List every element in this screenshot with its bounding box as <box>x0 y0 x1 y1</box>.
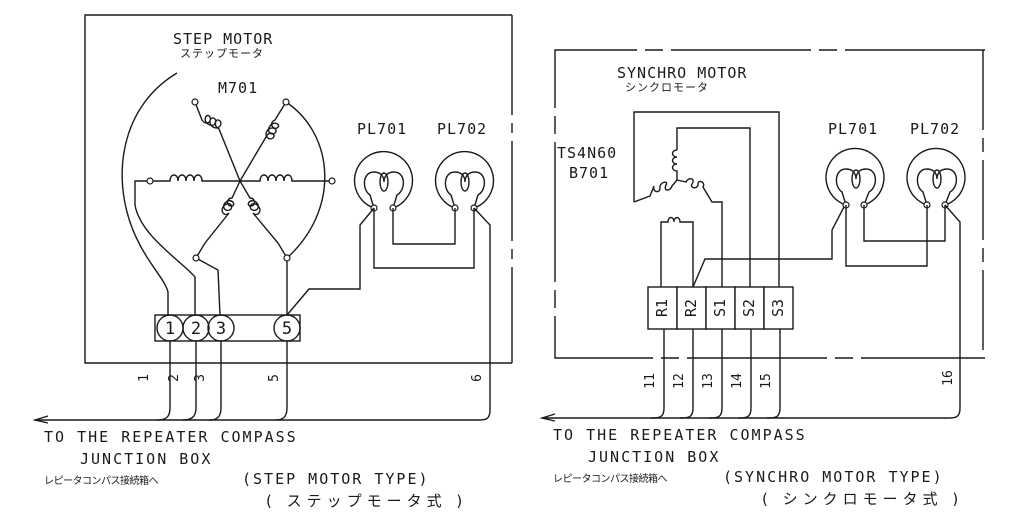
destination-label-line2: JUNCTION BOX <box>588 448 720 466</box>
type-caption-jp: ( シンクロモータ式 ) <box>762 490 963 508</box>
stator-coil-top <box>671 149 678 180</box>
lamp-wire-to-16 <box>944 204 961 419</box>
wire-number: 1 <box>137 374 152 382</box>
motor-housing-left-arc <box>121 72 178 315</box>
coil-upper-right <box>239 101 287 182</box>
stator-coil-left <box>633 179 678 203</box>
cable-3 <box>208 341 222 421</box>
motor-housing-right-arc <box>285 101 326 259</box>
type-caption: (SYNCHRO MOTOR TYPE) <box>723 468 944 486</box>
lamp-wire <box>845 205 928 267</box>
terminal-s2: S2 <box>740 299 758 317</box>
step-motor-title: STEP MOTOR <box>173 30 273 48</box>
terminal-s3: S3 <box>769 299 787 317</box>
stator-wire-s2 <box>676 127 751 287</box>
lamp-pl702-icon <box>906 147 966 209</box>
wire-number: 2 <box>167 374 182 382</box>
type-caption: (STEP MOTOR TYPE) <box>242 470 430 488</box>
terminal-r2: R2 <box>682 299 700 317</box>
coil-right <box>240 174 332 182</box>
r2-lamp-wire <box>692 204 846 288</box>
motor-id-b701: B701 <box>569 164 609 182</box>
destination-label-jp: レピータコンパス接続箱へ <box>553 472 667 485</box>
step-motor-enclosure <box>84 14 512 364</box>
motor-id-m701: M701 <box>218 79 258 97</box>
synchro-motor-title: SYNCHRO MOTOR <box>617 64 747 82</box>
rotor-coil <box>660 216 694 287</box>
node <box>283 254 291 262</box>
step-motor-title-jp: ステップモータ <box>180 47 264 60</box>
terminal-r1: R1 <box>653 299 671 317</box>
svg-text:3: 3 <box>216 319 226 339</box>
coil-lower-right <box>239 180 288 259</box>
arrow-left-icon <box>539 413 556 422</box>
terminal-s1: S1 <box>711 299 729 317</box>
lamp-label-pl701: PL701 <box>357 120 407 138</box>
lamp-pl701-icon <box>353 150 414 212</box>
synchro-motor-diagram: SYNCHRO MOTOR シンクロモータ TS4N60 B701 PL701 … <box>539 49 985 508</box>
coil-lower-left <box>195 180 241 259</box>
coil-left <box>148 174 240 182</box>
arrow-left-icon <box>32 415 49 424</box>
lamp-pl702-icon <box>434 150 495 212</box>
svg-text:5: 5 <box>282 319 292 339</box>
coil-upper-left <box>194 101 241 182</box>
stator-coil-right <box>676 177 723 287</box>
lead-left <box>134 180 196 315</box>
lamp-label-pl702: PL702 <box>910 120 960 138</box>
lamp-wire <box>373 208 475 269</box>
wire-number: 13 <box>701 373 716 389</box>
synchro-motor-enclosure <box>554 49 985 359</box>
destination-label-line2: JUNCTION BOX <box>80 450 212 468</box>
synchro-motor-title-jp: シンクロモータ <box>625 81 709 94</box>
synchro-terminal-block: R1 R2 S1 S2 S3 <box>647 286 794 330</box>
node <box>146 177 154 185</box>
motor-model: TS4N60 <box>557 144 617 162</box>
wire-number: 12 <box>672 373 687 389</box>
stator-wire-s3 <box>633 111 780 287</box>
wire-number: 5 <box>267 374 282 382</box>
wire-number: 14 <box>730 373 745 389</box>
lamp-wire-to-6 <box>473 207 491 421</box>
lamp-wire-to-terminal-5 <box>286 207 375 316</box>
svg-text:2: 2 <box>191 319 201 339</box>
wire-number: 16 <box>941 370 956 386</box>
lamp-label-pl701: PL701 <box>828 120 878 138</box>
wire-number: 15 <box>759 373 774 389</box>
step-motor-diagram: STEP MOTOR ステップモータ M701 PL701 PL70 <box>32 14 513 510</box>
destination-label: TO THE REPEATER COMPASS <box>44 428 298 446</box>
svg-text:1: 1 <box>165 319 175 339</box>
destination-label: TO THE REPEATER COMPASS <box>553 426 807 444</box>
wire-number: 11 <box>643 373 658 389</box>
lamp-wire <box>863 205 946 242</box>
lamp-label-pl702: PL702 <box>437 120 487 138</box>
lead-lower-left <box>195 257 221 316</box>
type-caption-jp: ( ステップモータ式 ) <box>266 492 467 510</box>
lamp-pl701-icon <box>825 147 885 209</box>
node <box>191 98 199 106</box>
node <box>328 177 336 185</box>
wire-number: 3 <box>193 374 208 382</box>
lamp-wire <box>392 208 456 245</box>
wire-number: 6 <box>470 374 485 382</box>
destination-label-jp: レピータコンパス接続箱へ <box>44 474 158 487</box>
node <box>282 98 290 106</box>
node <box>192 254 200 262</box>
